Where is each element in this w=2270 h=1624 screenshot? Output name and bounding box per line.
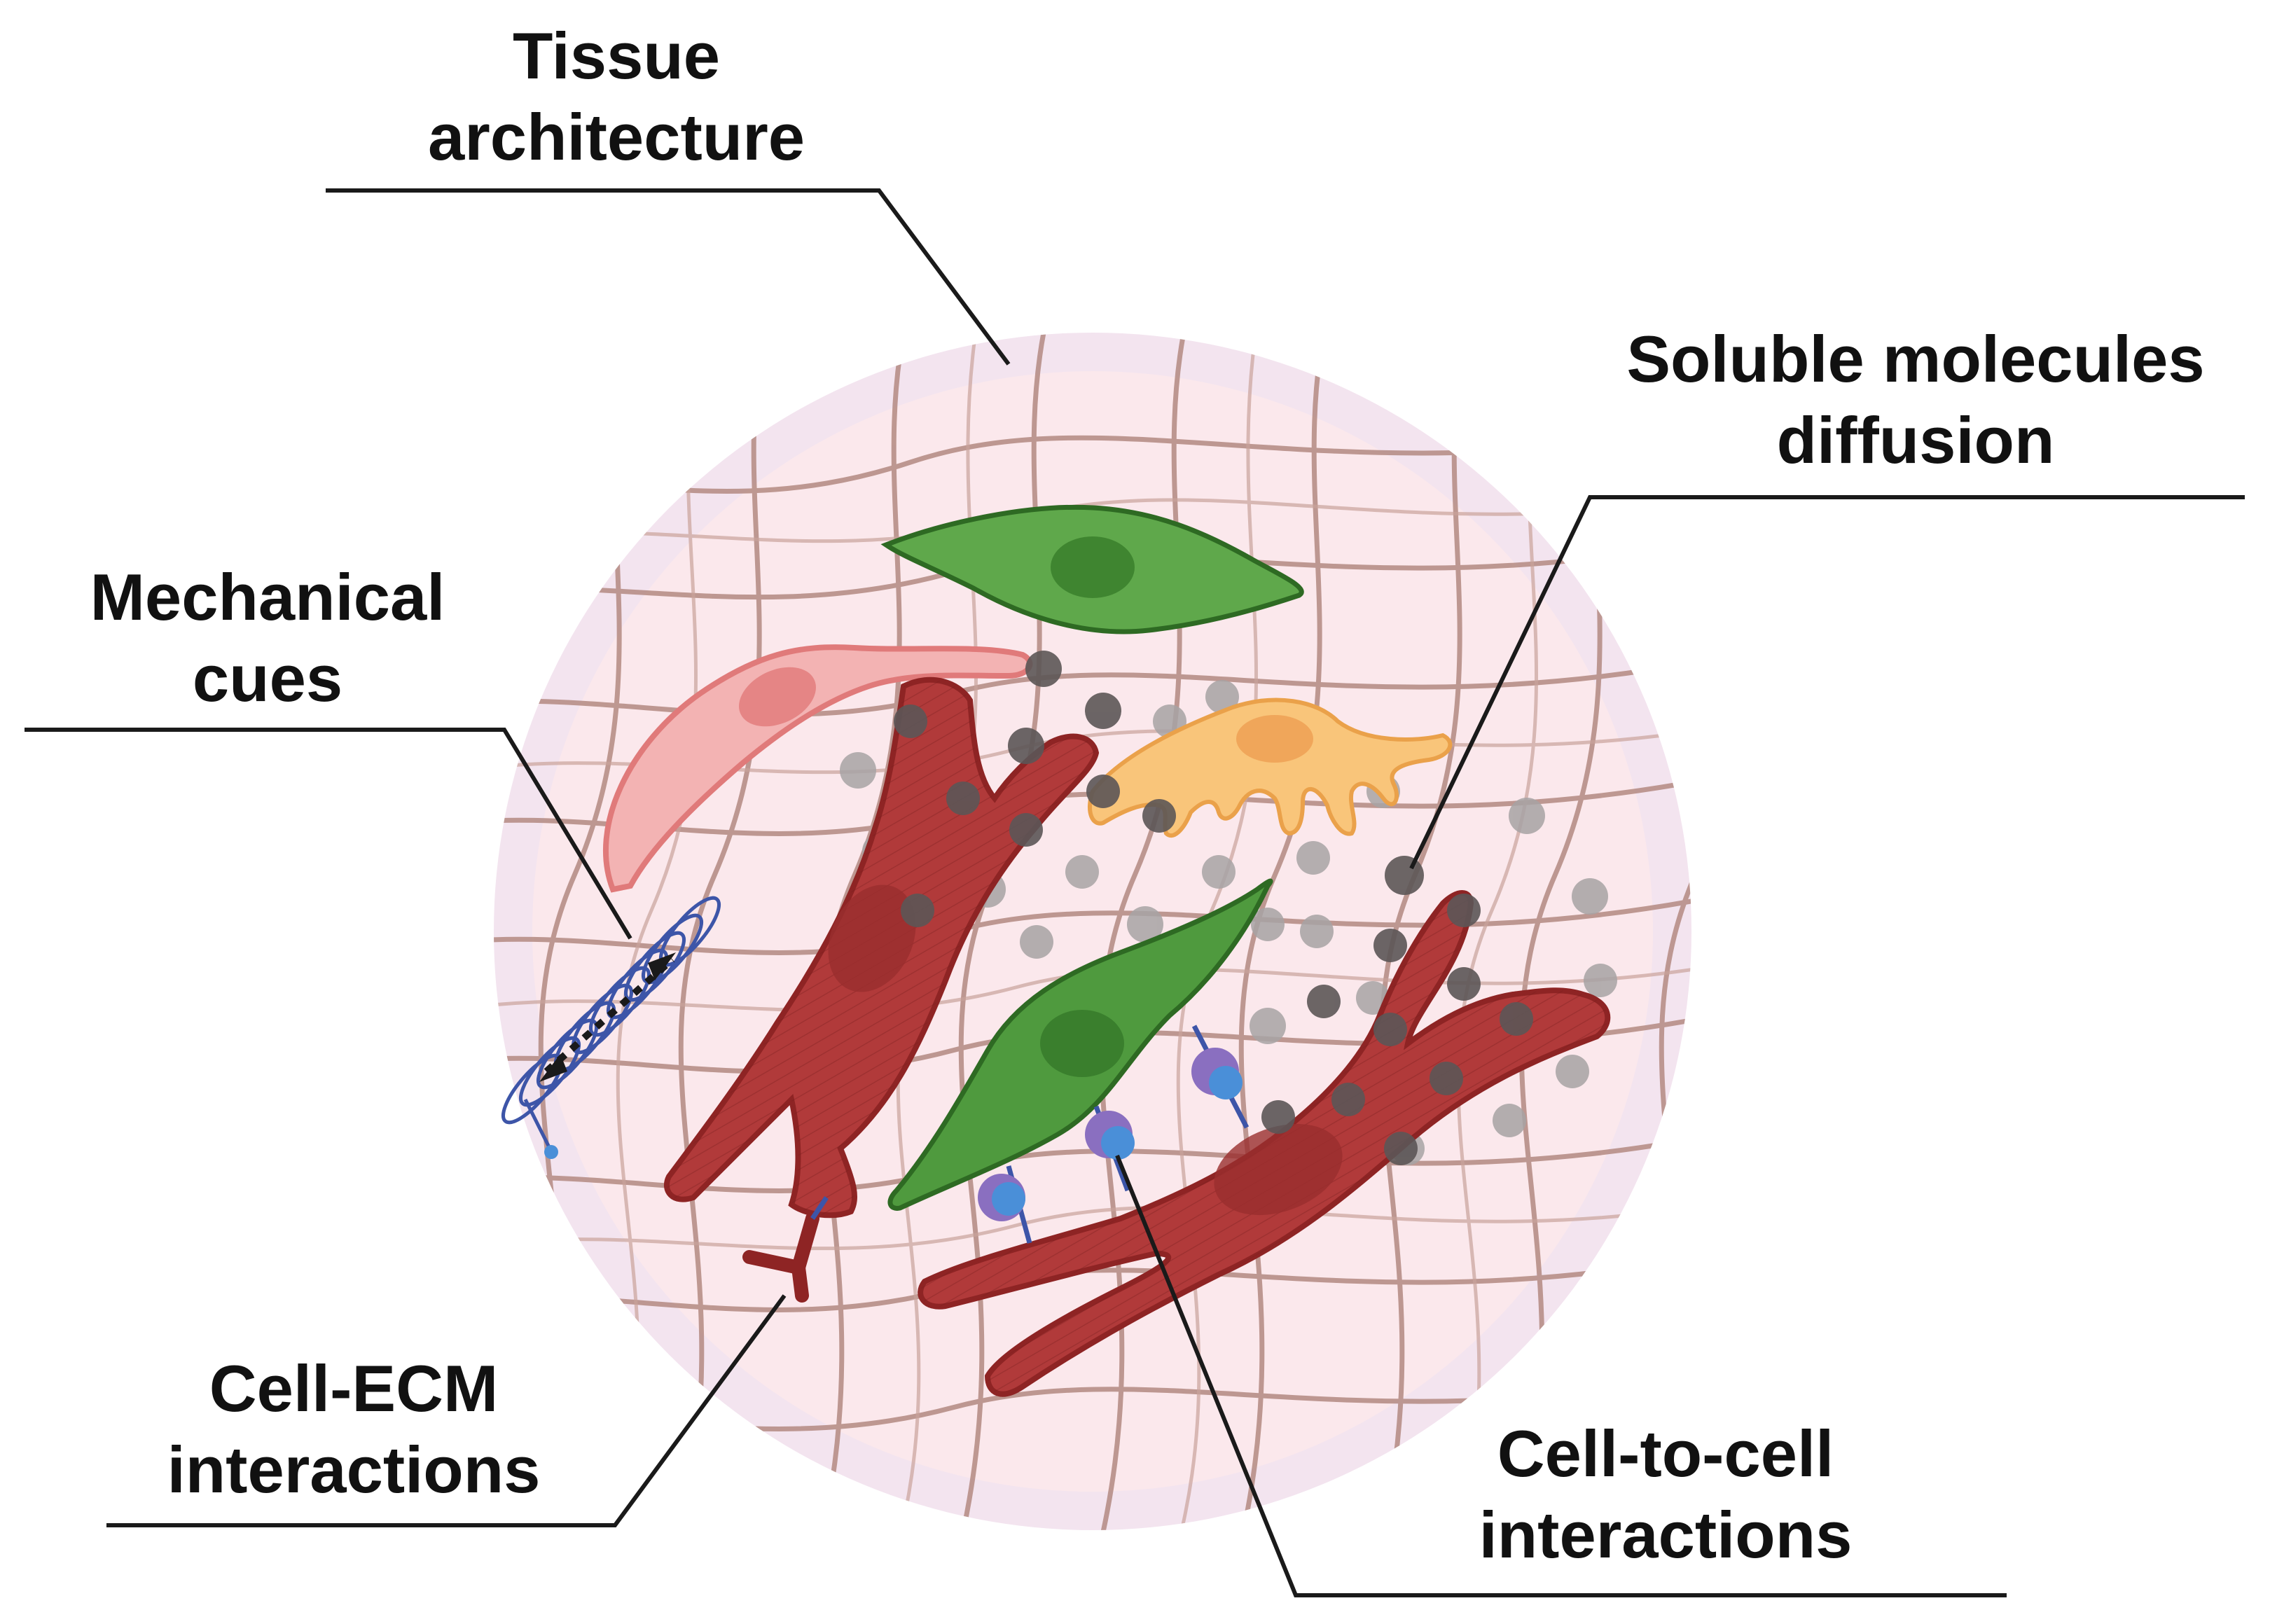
integrin-stem xyxy=(810,1196,829,1220)
molecule xyxy=(1009,813,1043,847)
molecule xyxy=(1493,1104,1526,1137)
molecule xyxy=(1331,1083,1365,1116)
label-line: cues xyxy=(192,641,343,715)
ecm-fiber xyxy=(494,1188,1691,1256)
label-mechanical-cues: Mechanical cues xyxy=(90,557,445,719)
molecule xyxy=(1509,798,1545,834)
cardiomyocyte-right xyxy=(918,890,1611,1397)
ecm-fiber xyxy=(670,333,773,1530)
molecule xyxy=(1086,775,1120,808)
leader-line-mechanical-cues xyxy=(25,728,632,940)
molecule xyxy=(1447,967,1481,1001)
neural-cell xyxy=(1088,698,1453,838)
leader-line-soluble-molecules xyxy=(1409,495,2245,870)
leader-line-tissue-architecture xyxy=(326,188,1011,366)
molecule xyxy=(1261,1100,1295,1134)
label-line: Tissue xyxy=(512,19,721,92)
molecule xyxy=(1584,964,1617,997)
cardiomyocyte-left-nucleus xyxy=(828,884,916,992)
label-line: Cell-ECM xyxy=(209,1352,499,1425)
molecule xyxy=(1025,651,1062,687)
label-line: Mechanical xyxy=(90,560,445,634)
molecule xyxy=(901,894,934,927)
label-line: architecture xyxy=(427,100,805,174)
soluble-molecules-dark xyxy=(894,651,1533,1165)
integrin-receptor xyxy=(742,1212,819,1303)
molecule xyxy=(1205,680,1239,714)
ecm-fiber xyxy=(1230,333,1334,1530)
molecule xyxy=(1572,878,1608,915)
molecule xyxy=(1430,1062,1463,1095)
receptor-complex xyxy=(978,1165,1032,1244)
molecule xyxy=(1085,693,1121,729)
molecule xyxy=(1373,929,1407,962)
molecule xyxy=(946,782,980,815)
fibroblast-nucleus xyxy=(1051,536,1135,598)
label-tissue-architecture: Tissue architecture xyxy=(428,15,805,178)
cardiomyocyte-right-nucleus xyxy=(1214,1123,1343,1216)
molecule xyxy=(1385,856,1424,895)
molecule xyxy=(1500,1002,1533,1036)
leader-line-cell-ecm xyxy=(106,1294,787,1527)
leader-line-cell-to-cell xyxy=(1115,1154,2007,1597)
label-line: interactions xyxy=(167,1433,541,1506)
neural-cell-body xyxy=(1088,698,1453,838)
fibroblast-cell-bottom xyxy=(887,878,1273,1211)
receptor-complex xyxy=(1085,1105,1135,1192)
molecule xyxy=(1384,1132,1418,1165)
fibroblast-nucleus xyxy=(1040,1010,1124,1077)
cardiomyocyte-left xyxy=(663,676,1100,1219)
label-line: Soluble molecules xyxy=(1626,322,2205,396)
molecule xyxy=(1008,728,1044,764)
molecule xyxy=(1142,799,1176,833)
leader-lines xyxy=(25,188,2245,1597)
receptor-complex xyxy=(1191,1025,1250,1129)
label-line: Cell-to-cell xyxy=(1497,1417,1834,1490)
molecule xyxy=(1300,915,1334,948)
endothelial-nucleus xyxy=(739,667,816,727)
fibroblast-cell-top xyxy=(880,504,1304,634)
label-cell-to-cell-interactions: Cell-to-cell interactions xyxy=(1479,1413,1853,1576)
molecule xyxy=(840,752,876,789)
molecule xyxy=(1556,1055,1589,1088)
molecule xyxy=(1373,1013,1407,1046)
label-line: diffusion xyxy=(1776,403,2055,477)
molecule xyxy=(1065,855,1099,889)
ecm-fiber xyxy=(494,648,1691,717)
label-soluble-molecules-diffusion: Soluble molecules diffusion xyxy=(1626,319,2204,481)
molecule xyxy=(1251,908,1285,941)
molecule xyxy=(1202,855,1236,889)
label-line: interactions xyxy=(1479,1498,1853,1571)
molecule xyxy=(1127,906,1163,943)
molecule xyxy=(1447,894,1481,927)
molecule xyxy=(1250,1008,1286,1044)
ecm-fiber xyxy=(1168,333,1263,1530)
molecule xyxy=(1307,985,1341,1018)
neural-nucleus xyxy=(1236,715,1313,763)
molecule xyxy=(1296,841,1330,875)
ecm-fiber xyxy=(810,333,913,1530)
cell-adhesion-receptors xyxy=(978,1025,1250,1244)
molecule xyxy=(894,705,927,738)
label-cell-ecm-interactions: Cell-ECM interactions xyxy=(167,1348,541,1511)
mechanical-spring-icon xyxy=(501,896,721,1159)
molecule xyxy=(1020,925,1053,959)
